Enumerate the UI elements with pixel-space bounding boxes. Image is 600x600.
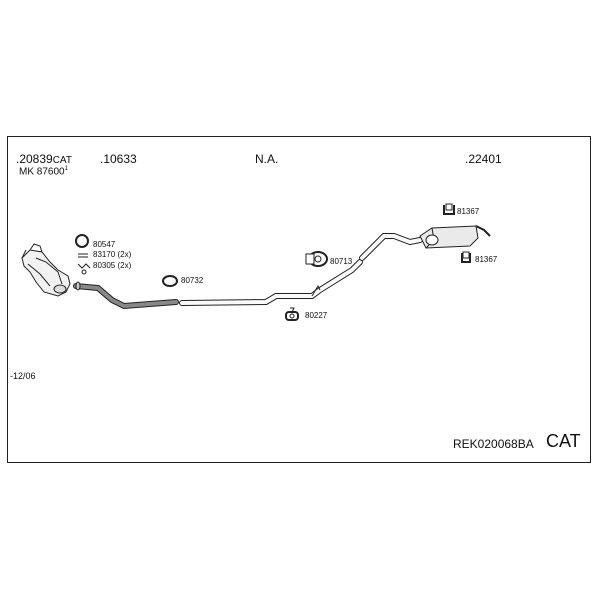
front-pipe-icon [73, 281, 179, 310]
part-sublabel-mk87600: MK 876001 [19, 166, 68, 178]
part-label-na: N.A. [255, 152, 279, 166]
clamp-80732-icon [162, 275, 178, 287]
part-label-10633: .10633 [100, 152, 137, 166]
nut-80305-icon [77, 263, 91, 275]
clamp-80713-icon [305, 251, 328, 267]
ring-80547-icon [75, 234, 89, 248]
bolt-83170-icon [78, 253, 88, 258]
part-label-22401: .22401 [465, 152, 502, 166]
mount-80227-icon [285, 307, 299, 321]
callout-80713: 80713 [330, 257, 353, 266]
reference-code: REK020068BA [453, 437, 534, 451]
callout-80547: 80547 [93, 240, 116, 249]
date-note: -12/06 [10, 371, 36, 381]
callout-81367-top: 81367 [457, 207, 480, 216]
middle-pipe-icon [179, 259, 363, 306]
rear-pipe-icon [359, 233, 423, 261]
hanger-81367-top-icon [443, 203, 455, 215]
callout-83170: 83170 (2x) [93, 250, 132, 259]
callout-81367-bottom: 81367 [475, 255, 498, 264]
hanger-81367-bottom-icon [461, 251, 471, 263]
callout-80732: 80732 [181, 276, 204, 285]
catalytic-converter-icon [21, 243, 71, 297]
diagram-frame [7, 136, 591, 463]
callout-80227: 80227 [305, 311, 328, 320]
cat-label: CAT [546, 431, 581, 451]
callout-80305: 80305 (2x) [93, 261, 132, 270]
rear-silencer-icon [419, 225, 491, 249]
part-label-20839: .20839CAT [16, 152, 72, 166]
